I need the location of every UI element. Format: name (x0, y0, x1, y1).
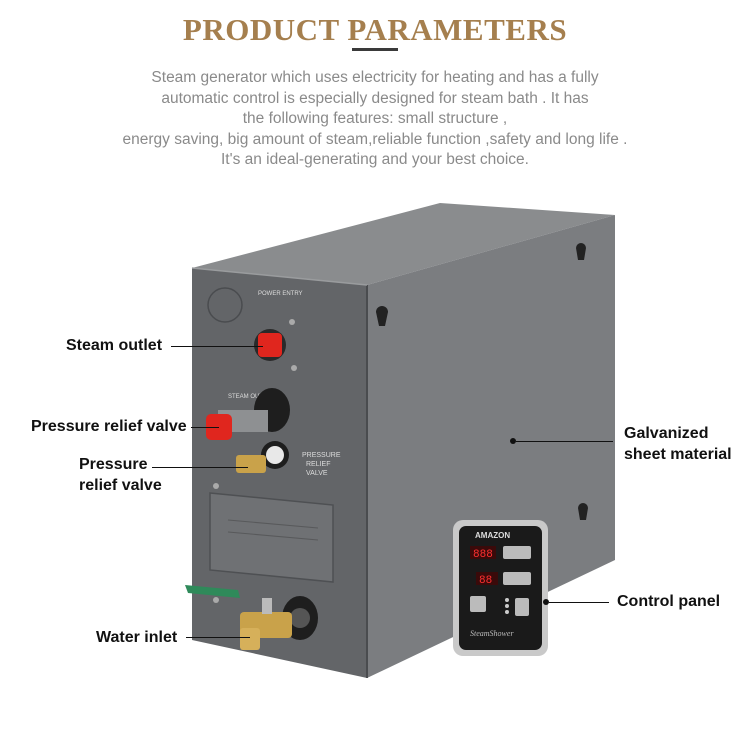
cover-plate (209, 492, 334, 583)
description-line: It's an ideal-generating and your best c… (221, 151, 529, 168)
svg-text:AMAZON: AMAZON (475, 531, 510, 540)
svg-text:POWER ENTRY: POWER ENTRY (258, 291, 303, 297)
leader-line (171, 346, 263, 347)
svg-text:88: 88 (479, 575, 492, 587)
svg-text:VALVE: VALVE (306, 470, 328, 477)
callout-steam-outlet: Steam outlet (66, 337, 163, 354)
leader-line (152, 467, 248, 468)
steam-outlet-knob (258, 333, 282, 357)
description-line: Steam generator which uses electricity f… (151, 69, 599, 86)
leader-line (186, 637, 250, 638)
page-title: PRODUCT PARAMETERS (0, 12, 750, 48)
description-line: energy saving, big amount of steam,relia… (122, 130, 628, 148)
leader-line (516, 441, 613, 442)
pressure-relief-valve-knob (206, 414, 232, 440)
unit-top-face (192, 203, 615, 285)
description-line: automatic control is especially designed… (161, 89, 589, 107)
callout-galvanized-line2: sheet material (624, 446, 732, 463)
svg-text:RELIEF: RELIEF (306, 461, 331, 468)
mount-slot-icon (376, 306, 388, 326)
svg-text:STEAM OUTLET: STEAM OUTLET (228, 394, 274, 400)
leader-dot (543, 599, 549, 605)
svg-text:888: 888 (473, 549, 493, 561)
callout-galvanized-line1: Galvanized (624, 425, 709, 442)
svg-text:SteamShower: SteamShower (470, 629, 514, 638)
leader-line (549, 602, 609, 603)
description-line: the following features: small structure … (242, 110, 508, 127)
brass-relief-valve (236, 455, 266, 473)
mount-slot-icon (578, 503, 588, 520)
title-word-parameters: PARAMETERS (347, 12, 568, 47)
valve-handle (185, 585, 240, 598)
callout-pressure-relief-valve: Pressure relief valve (31, 418, 187, 435)
callout-pressure-relief-valve-2-line1: Pressure (79, 456, 148, 473)
title-word-product: PRODUCT (182, 12, 340, 47)
mount-slot-icon (576, 243, 586, 260)
svg-text:PRESSURE: PRESSURE (302, 452, 341, 459)
title-underline (352, 48, 398, 51)
product-description: Steam generator which uses electricity f… (60, 68, 690, 171)
callout-pressure-relief-valve-2-line2: relief valve (79, 477, 162, 494)
unit-side-face (367, 215, 615, 678)
leader-line (191, 427, 219, 428)
callout-water-inlet: Water inlet (96, 629, 178, 646)
leader-dot (510, 438, 516, 444)
callout-control-panel: Control panel (617, 593, 721, 610)
